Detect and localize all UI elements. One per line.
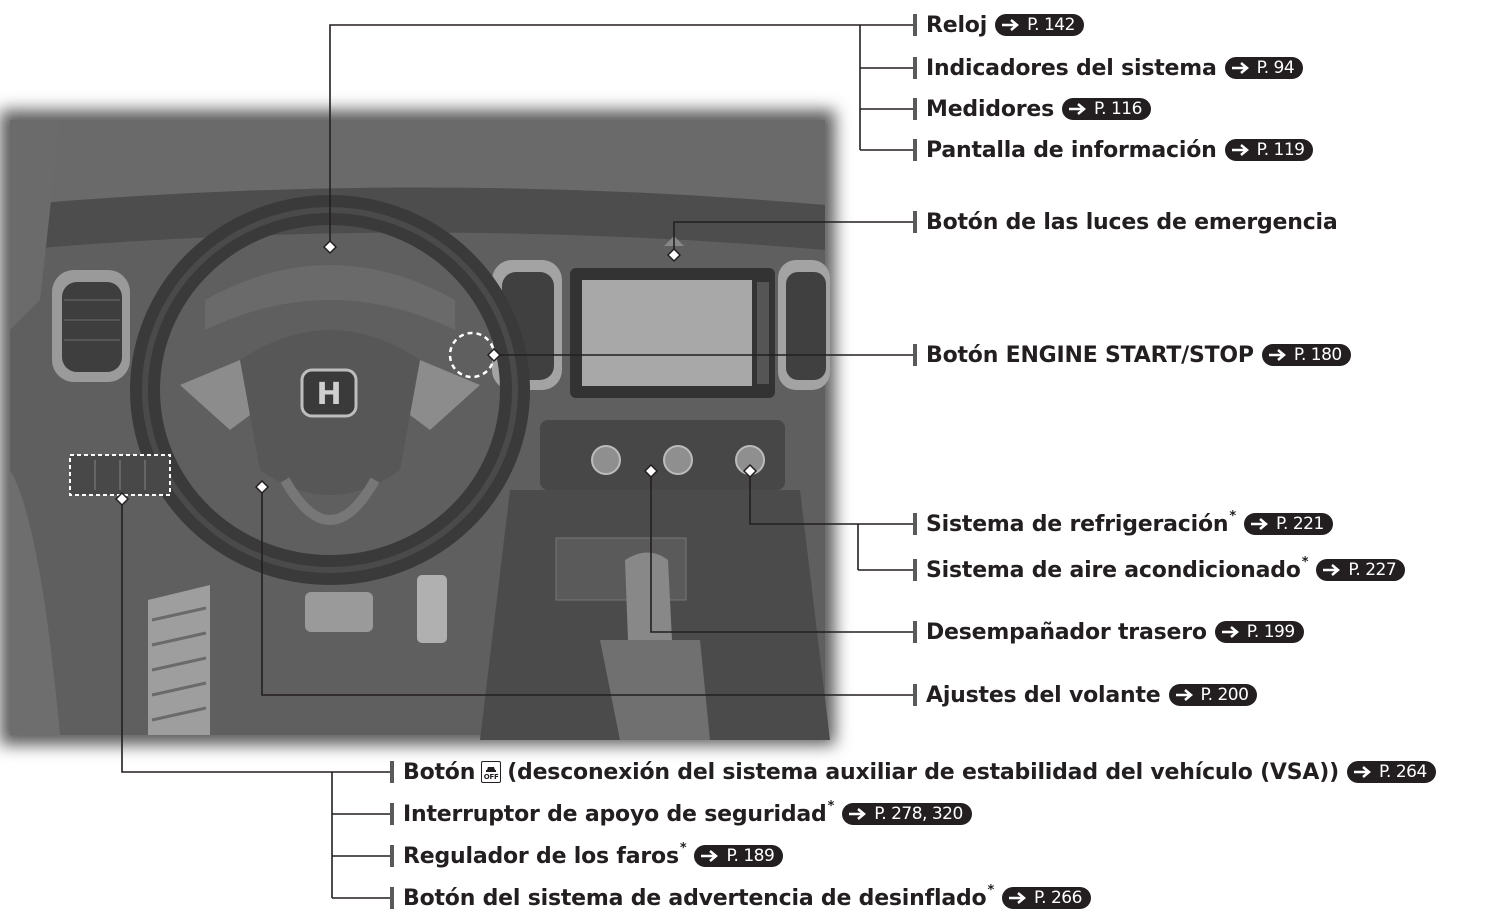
label-volante: Ajustes del volante P. 200 <box>913 682 1258 708</box>
car-skid-icon <box>486 766 497 772</box>
footnote-star: * <box>679 840 687 856</box>
page-ref-badge[interactable]: P. 266 <box>1002 887 1091 909</box>
leader-markers <box>114 239 758 507</box>
label-text: Sistema de aire acondicionado <box>926 557 1301 583</box>
label-text: Botón del sistema de advertencia de desi… <box>403 885 987 911</box>
page-ref-badge[interactable]: P. 278, 320 <box>842 803 972 825</box>
leader-lines <box>121 24 915 899</box>
label-refrigeracion: Sistema de refrigeración * P. 221 <box>913 508 1333 537</box>
label-emergencia: Botón de las luces de emergencia <box>913 209 1338 235</box>
label-text: Indicadores del sistema <box>926 55 1217 81</box>
label-bar <box>913 559 917 581</box>
label-bar <box>913 211 917 233</box>
arrow-icon <box>1175 689 1193 701</box>
label-text-after: (desconexión del sistema auxiliar de est… <box>507 759 1339 785</box>
footnote-star: * <box>827 798 835 814</box>
label-bar <box>390 845 394 867</box>
dashboard-photo: H <box>0 110 835 745</box>
label-text: Ajustes del volante <box>926 682 1161 708</box>
label-text: Botón ENGINE START/STOP <box>926 342 1254 368</box>
page-ref-badge[interactable]: P. 227 <box>1316 559 1406 581</box>
arrow-icon <box>1250 518 1268 530</box>
label-bar <box>913 14 917 36</box>
arrow-icon <box>701 850 719 862</box>
label-text: Desempañador trasero <box>926 619 1207 645</box>
arrow-icon <box>1268 349 1286 361</box>
page-ref-badge[interactable]: P. 119 <box>1224 139 1314 161</box>
label-aire: Sistema de aire acondicionado * P. 227 <box>913 554 1406 583</box>
label-text: Regulador de los faros <box>403 843 679 869</box>
lower-switch-panel <box>69 454 171 496</box>
vsa-off-icon: OFF <box>481 761 502 783</box>
label-regulador: Regulador de los faros * P. 189 <box>390 840 784 869</box>
arrow-icon <box>1231 62 1249 74</box>
label-bar <box>913 344 917 366</box>
label-bar <box>913 621 917 643</box>
page-ref-badge[interactable]: P. 116 <box>1062 98 1151 120</box>
page-ref-badge[interactable]: P. 189 <box>694 845 784 867</box>
arrow-icon <box>1002 19 1020 31</box>
label-bar <box>390 761 394 783</box>
page-ref-badge[interactable]: P. 142 <box>995 14 1084 36</box>
label-text: Reloj <box>926 12 988 38</box>
arrow-icon <box>1009 892 1026 904</box>
label-text-before: Botón <box>403 759 476 785</box>
page-ref-badge[interactable]: P. 94 <box>1224 57 1304 79</box>
footnote-star: * <box>1229 508 1236 524</box>
label-bar <box>913 98 917 120</box>
arrow-icon <box>1069 103 1086 115</box>
climate-panel <box>540 420 785 490</box>
center-right-vent <box>778 260 830 390</box>
pedals <box>148 575 447 735</box>
label-interruptor: Interruptor de apoyo de seguridad * P. 2… <box>390 798 972 827</box>
label-text: Sistema de refrigeración <box>926 511 1229 537</box>
svg-text:H: H <box>316 377 341 412</box>
footnote-star: * <box>987 882 995 898</box>
label-text: Pantalla de información <box>926 137 1217 163</box>
page-ref-badge[interactable]: P. 199 <box>1214 621 1304 643</box>
label-indicadores: Indicadores del sistema P. 94 <box>913 55 1304 81</box>
label-text: Interruptor de apoyo de seguridad <box>403 801 827 827</box>
arrow-icon <box>1231 144 1249 156</box>
label-bar <box>390 803 394 825</box>
label-bar <box>913 684 917 706</box>
center-console <box>480 490 830 740</box>
label-engine: Botón ENGINE START/STOP P. 180 <box>913 342 1351 368</box>
arrow-icon <box>1323 564 1341 576</box>
label-bar <box>390 887 394 909</box>
label-reloj: Reloj P. 142 <box>913 12 1084 38</box>
infotainment-screen <box>570 268 775 398</box>
label-bar <box>913 139 917 161</box>
label-desempanador: Desempañador trasero P. 199 <box>913 619 1304 645</box>
footnote-star: * <box>1301 554 1309 570</box>
page-ref-badge[interactable]: P. 200 <box>1168 684 1258 706</box>
label-vsa: Botón OFF (desconexión del sistema auxil… <box>390 759 1436 785</box>
label-medidores: Medidores P. 116 <box>913 96 1151 122</box>
page-ref-badge[interactable]: P. 221 <box>1243 513 1333 535</box>
label-text: Medidores <box>926 96 1055 122</box>
label-pantalla: Pantalla de información P. 119 <box>913 137 1314 163</box>
page-ref-badge[interactable]: P. 264 <box>1346 761 1436 783</box>
label-text: Botón de las luces de emergencia <box>926 209 1338 235</box>
label-bar <box>913 513 917 535</box>
left-vent <box>52 270 130 382</box>
arrow-icon <box>1353 766 1371 778</box>
label-desinflado: Botón del sistema de advertencia de desi… <box>390 882 1091 911</box>
page-ref-badge[interactable]: P. 180 <box>1261 344 1351 366</box>
arrow-icon <box>849 808 867 820</box>
label-bar <box>913 57 917 79</box>
arrow-icon <box>1221 626 1239 638</box>
